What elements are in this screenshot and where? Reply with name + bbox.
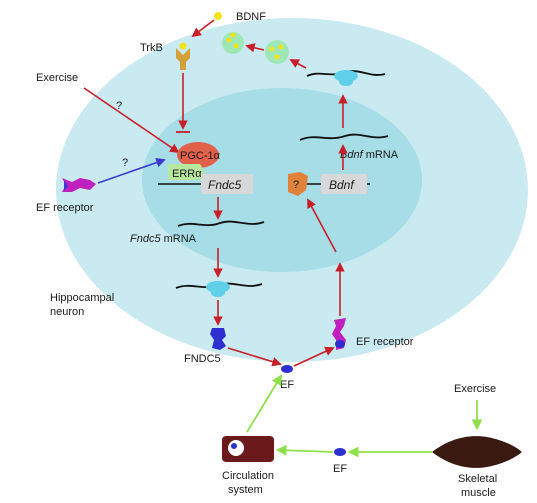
bdnf-gene-label: Bdnf [329, 178, 355, 192]
erra-protein-icon [168, 164, 205, 180]
circulation-ef-dot [231, 443, 237, 449]
ef-bottom-molecule-icon [334, 448, 346, 456]
arrow-bdnf-to-trkb [191, 19, 215, 38]
bdnf-mrna-label: Bdnf mRNA [340, 149, 399, 161]
ef-molecule-icon [281, 365, 293, 373]
arrow-fndc5-to-ef [227, 347, 282, 367]
ef-bound-icon [335, 340, 345, 348]
ribosome-icon [211, 289, 225, 297]
bdnf-dot-icon [214, 12, 222, 20]
skeletal-label-line2: muscle [461, 487, 496, 499]
arrow-exercise-to-pgc [83, 87, 180, 154]
arrow-to-unknown-factor [307, 198, 337, 253]
circulation-label-line2: system [228, 484, 263, 496]
fndc5-protein-icon [210, 328, 226, 350]
trkb-receptor-icon [176, 42, 190, 70]
arrow-ef-to-receptor [293, 346, 335, 367]
arrow-ef-receptor-to-pgc [97, 157, 166, 184]
erra-label: ERRα [172, 168, 202, 180]
question-ef-label: ? [122, 157, 128, 169]
ef-receptor-left-accent [64, 180, 68, 191]
bdnf-top-label: BDNF [236, 11, 266, 23]
ribosome-icon [339, 78, 353, 86]
fndc5-gene-label: Fndc5 [208, 178, 242, 192]
ribosome-icon [334, 70, 358, 82]
ef-receptor-left-label: EF receptor [36, 202, 94, 214]
exercise-label: Exercise [36, 72, 78, 84]
unknown-factor-label: ? [293, 179, 299, 191]
ef-center-label: EF [280, 379, 294, 391]
arrow-ef-to-circulation [275, 444, 334, 456]
bdnf-mrna-strand [299, 133, 389, 141]
ef-bottom-label: EF [333, 463, 347, 475]
fndc5-protein-label: FNDC5 [184, 353, 221, 365]
pgc1a-label: PGC-1α [180, 150, 221, 162]
circulation-label-line1: Circulation [222, 470, 274, 482]
ribosome-icon [206, 281, 230, 293]
bdnf-vesicle-icon [265, 40, 289, 64]
trkb-label: TrkB [140, 42, 163, 54]
ef-receptor-right-label: EF receptor [356, 336, 414, 348]
hippocampal-label-line2: neuron [50, 306, 84, 318]
skeletal-label-line1: Skeletal [458, 473, 497, 485]
arrow-ribosome-to-vesicle [289, 59, 307, 69]
bdnf-gene-box [321, 174, 367, 194]
ef-receptor-left-icon [62, 178, 96, 192]
fndc5-mrna-label: Fndc5 mRNA [130, 233, 197, 245]
exercise-bottom-label: Exercise [454, 383, 496, 395]
skeletal-muscle-icon [432, 436, 522, 468]
pgc1a-protein-icon [177, 142, 219, 168]
arrow-circulation-to-ef [246, 374, 283, 433]
bdnf-vesicle-icon [222, 32, 244, 54]
hippocampal-label-line1: Hippocampal [50, 292, 114, 304]
arrow-vesicle-to-bdnf [245, 43, 265, 53]
question-exercise-label: ? [116, 100, 122, 112]
fndc5-mrna-strand [177, 220, 265, 227]
fndc5-gene-box [201, 174, 253, 194]
unknown-factor-icon [288, 172, 308, 196]
